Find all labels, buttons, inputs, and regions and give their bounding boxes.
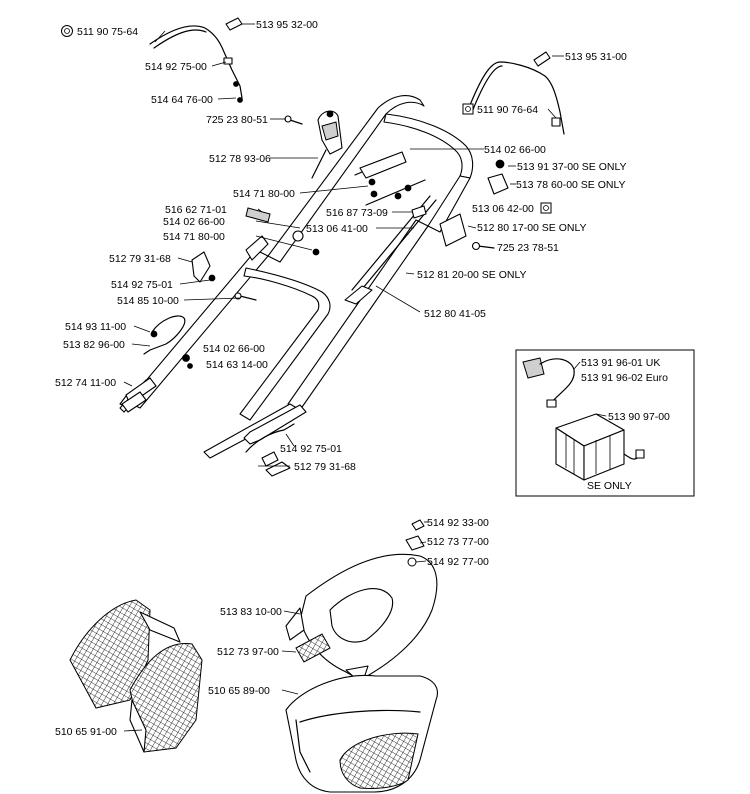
handle-clip (245, 207, 271, 223)
left-cable-bail (149, 25, 243, 103)
part-label: 514 71 80-00 (233, 188, 295, 200)
part-label: 510 65 89-00 (208, 685, 270, 697)
part-label: 516 87 73-09 (326, 207, 388, 219)
part-label: 512 79 31-68 (109, 253, 171, 265)
lower-handle-u-bar (239, 267, 331, 421)
part-label: 514 92 75-01 (111, 279, 173, 291)
accessory-square-icon (462, 103, 474, 115)
part-label: 513 06 42-00 (472, 203, 534, 215)
grass-bag (285, 674, 438, 793)
battery-pack (555, 413, 645, 481)
engine-control-lever (311, 110, 343, 179)
accessory-square-icon-2 (540, 202, 552, 214)
part-label: 514 64 76-00 (151, 94, 213, 106)
left-handle-bracket (245, 235, 269, 261)
part-label: 511 90 75-64 (77, 26, 138, 38)
part-label: 514 85 10-00 (117, 295, 179, 307)
engine-variant-circle-icon (61, 25, 73, 37)
part-label: 513 91 96-02 Euro (581, 372, 668, 384)
part-label: 512 80 41-05 (424, 308, 486, 320)
part-label: 512 81 20-00 SE ONLY (417, 269, 527, 281)
part-labels: 511 90 75-64 513 95 32-00 514 92 75-00 5… (55, 19, 670, 738)
part-label: 512 73 77-00 (427, 536, 489, 548)
part-label: 512 73 97-00 (217, 646, 279, 658)
part-label: 513 82 96-00 (63, 339, 125, 351)
part-label: SE ONLY (587, 480, 632, 492)
part-label: 512 80 17-00 SE ONLY (477, 222, 587, 234)
lower-wing-knob (265, 461, 291, 477)
rod-guide-plate (344, 285, 373, 305)
part-label: 514 92 33-00 (427, 517, 489, 529)
right-cable-bail (467, 61, 565, 135)
part-label: 511 90 76-64 (477, 104, 538, 116)
side-grass-bags (69, 599, 203, 753)
part-label: 514 92 75-00 (145, 61, 207, 73)
cable-end (150, 330, 158, 338)
leader-lines (123, 23, 564, 467)
part-label: 512 78 93-06 (209, 153, 271, 165)
upper-handle-crossbar (383, 113, 474, 179)
lower-cable-clip (261, 451, 279, 467)
part-label: 725 23 78-51 (497, 242, 559, 254)
part-label: 514 63 14-00 (206, 359, 268, 371)
part-label: 514 02 66-00 (484, 144, 546, 156)
charger-plug (522, 357, 575, 408)
part-label: 513 06 41-00 (306, 223, 368, 235)
part-label: 513 91 37-00 SE ONLY (517, 161, 627, 173)
spring-wire (143, 315, 186, 355)
part-label: 513 90 97-00 (608, 411, 670, 423)
lower-left-foot (121, 391, 147, 413)
catcher-small-parts (123, 519, 428, 732)
fasteners (182, 115, 505, 369)
lower-handle-right-tube (287, 219, 429, 411)
lower-cable (245, 423, 295, 453)
part-label: 510 65 91-00 (55, 726, 117, 738)
grass-catcher-frame (285, 553, 438, 685)
part-label: 514 02 66-00 (163, 216, 225, 228)
bracket-plate (359, 151, 407, 179)
part-label: 514 92 75-01 (280, 443, 342, 455)
part-label: 514 93 11-00 (65, 321, 126, 333)
switch-unit (487, 173, 509, 195)
part-label: 513 95 31-00 (565, 51, 627, 63)
switch-box (439, 213, 467, 247)
part-label: 513 78 60-00 SE ONLY (516, 179, 626, 191)
handle-assembly (119, 95, 474, 459)
part-label: 514 71 80-00 (163, 231, 225, 243)
control-rod-2 (357, 199, 437, 295)
part-label: 514 92 77-00 (427, 556, 489, 568)
catcher-handle-grip (295, 633, 331, 663)
tab-513-95-31-00 (533, 51, 551, 67)
lower-bracket-right (243, 404, 307, 445)
part-label: 512 79 31-68 (294, 461, 356, 473)
part-label: 725 23 80-51 (206, 114, 268, 126)
tab-513-95-32-00 (225, 17, 243, 31)
handle-pin-clip (411, 205, 427, 219)
part-label: 512 74 11-00 (55, 377, 116, 389)
part-label: 513 83 10-00 (220, 606, 282, 618)
wing-knob-left (191, 251, 211, 283)
part-label: 513 95 32-00 (256, 19, 318, 31)
battery-kit-box (515, 349, 695, 497)
part-label: 516 62 71-01 (165, 204, 227, 216)
part-label: 513 91 96-01 UK (581, 357, 660, 369)
part-label: 514 02 66-00 (203, 343, 265, 355)
